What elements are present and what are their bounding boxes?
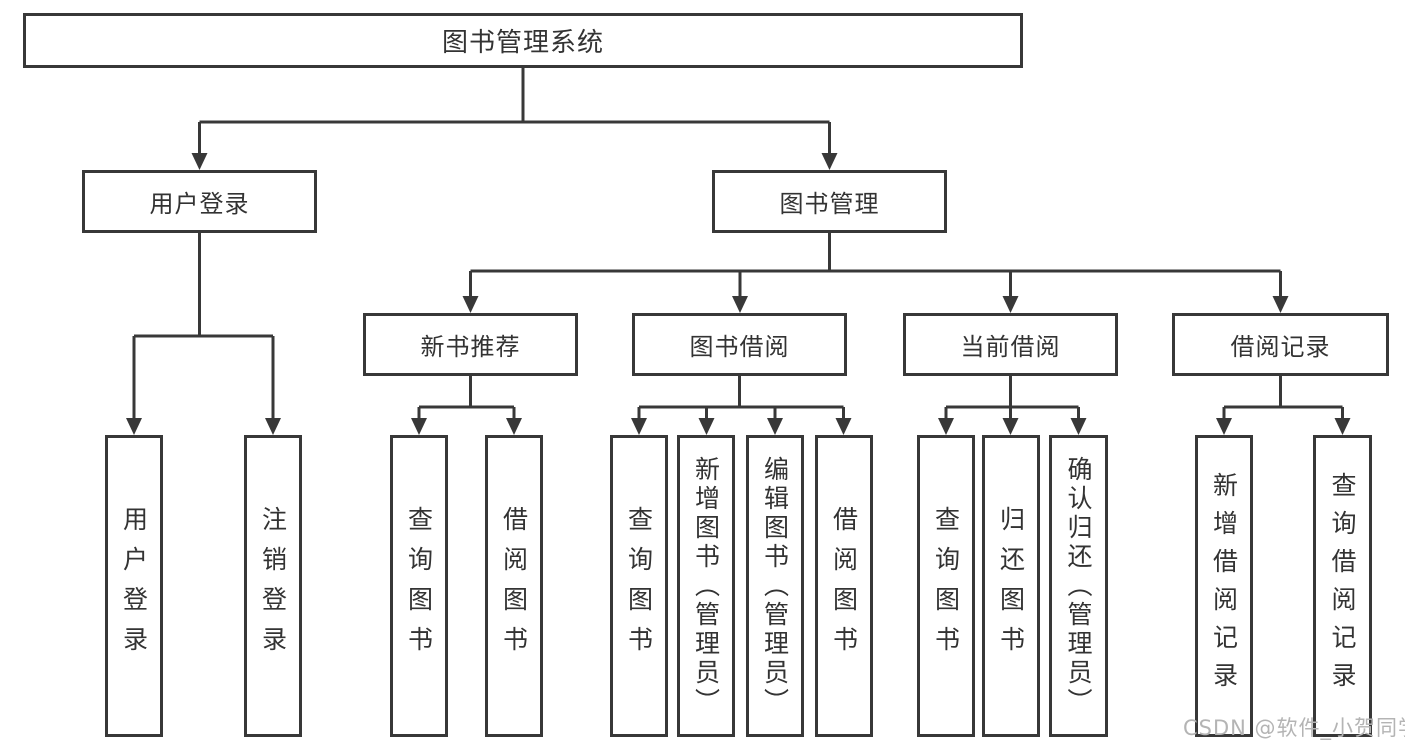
node-book-borrowing: 图书借阅	[632, 313, 847, 376]
leaf-borrow-books-2: 借阅图书	[815, 435, 873, 737]
leaf-label: 借阅图书	[829, 506, 859, 666]
node-book-management: 图书管理	[712, 170, 947, 233]
leaf-confirm-return-admin: 确认归还（管理员）	[1049, 435, 1108, 737]
leaf-user-login: 用户登录	[105, 435, 163, 737]
leaf-logout: 注销登录	[244, 435, 302, 737]
node-label: 当前借阅	[960, 333, 1061, 361]
leaf-query-books-1: 查询图书	[390, 435, 448, 737]
leaf-query-books-3: 查询图书	[917, 435, 975, 737]
leaf-label: 归还图书	[996, 506, 1026, 666]
leaf-label: 借阅图书	[499, 506, 529, 666]
node-current-borrowing: 当前借阅	[903, 313, 1118, 376]
csdn-watermark: CSDN @软件_小贺同学	[1183, 716, 1405, 740]
node-new-book-recommendation: 新书推荐	[363, 313, 578, 376]
leaf-return-books: 归还图书	[982, 435, 1040, 737]
leaf-label: 新增借阅记录	[1209, 472, 1239, 700]
arrowhead-icons	[126, 153, 1351, 435]
leaf-add-book-admin: 新增图书（管理员）	[677, 435, 735, 737]
node-label: 图书管理	[779, 190, 880, 218]
node-borrowing-records: 借阅记录	[1172, 313, 1389, 376]
node-label: 用户登录	[149, 190, 250, 218]
leaf-add-borrow-record: 新增借阅记录	[1195, 435, 1253, 737]
leaf-label: 注销登录	[258, 506, 288, 666]
leaf-borrow-books-1: 借阅图书	[485, 435, 543, 737]
leaf-label: 查询借阅记录	[1328, 472, 1357, 700]
leaf-label: 查询图书	[624, 506, 654, 666]
leaf-label: 用户登录	[119, 506, 149, 666]
node-label: 图书借阅	[689, 333, 790, 361]
node-label: 图书管理系统	[441, 28, 604, 58]
leaf-query-borrow-record: 查询借阅记录	[1313, 435, 1372, 737]
node-library-management-system: 图书管理系统	[23, 13, 1023, 68]
leaf-label: 编辑图书（管理员）	[760, 455, 790, 717]
node-label: 借阅记录	[1230, 333, 1331, 361]
leaf-label: 新增图书（管理员）	[691, 455, 721, 717]
node-label: 新书推荐	[420, 333, 521, 361]
leaf-label: 查询图书	[404, 506, 434, 666]
node-user-login: 用户登录	[82, 170, 317, 233]
leaf-label: 查询图书	[931, 506, 961, 666]
leaf-query-books-2: 查询图书	[610, 435, 668, 737]
leaf-edit-book-admin: 编辑图书（管理员）	[746, 435, 804, 737]
leaf-label: 确认归还（管理员）	[1064, 455, 1093, 717]
